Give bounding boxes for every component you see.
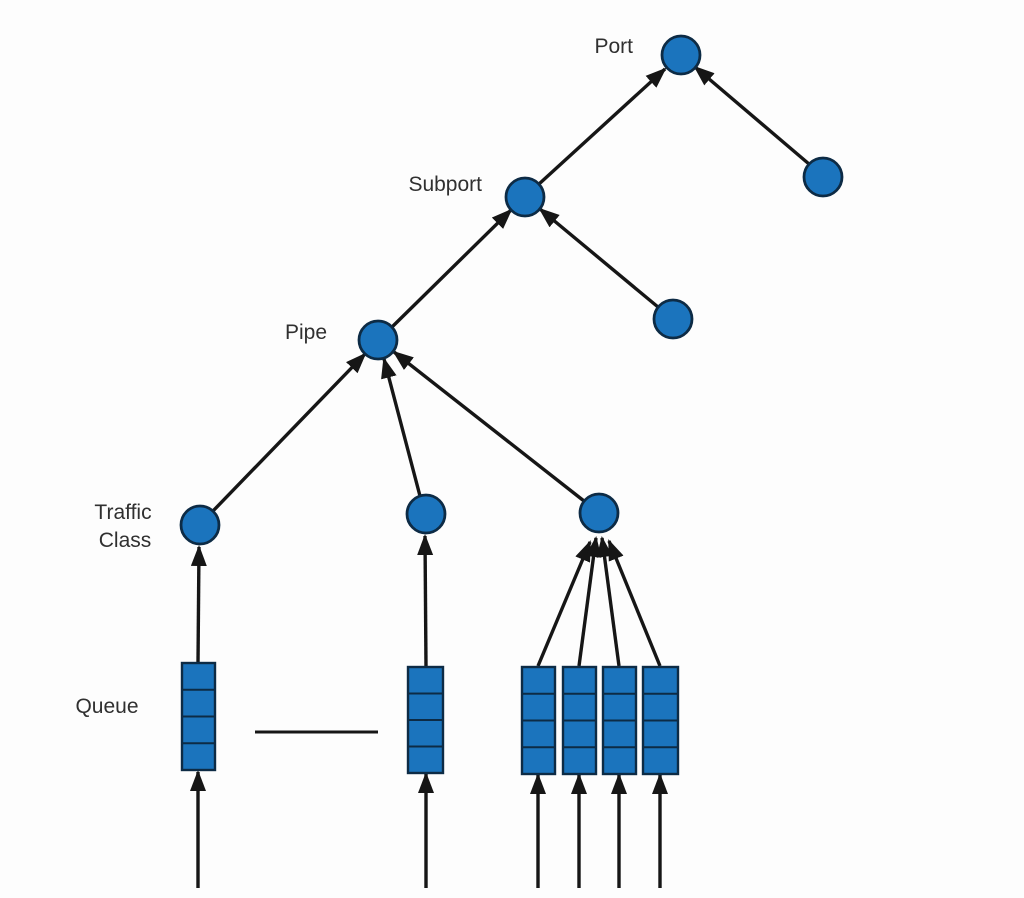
node-pipe-2 xyxy=(652,298,694,340)
edge-pipe-2-to-subport-1 xyxy=(538,207,660,309)
label-port: Port xyxy=(594,35,633,58)
edge-queue-2-to-traffic-class-2 xyxy=(417,534,434,668)
edge-traffic-class-3-to-pipe-1 xyxy=(392,350,586,503)
label-queue: Queue xyxy=(75,695,138,718)
label-subport: Subport xyxy=(408,173,482,196)
edge-queue-1-to-traffic-class-1 xyxy=(190,545,207,664)
node-traffic-class-2 xyxy=(405,493,447,535)
node-traffic-class-1 xyxy=(179,504,221,546)
label-pipe: Pipe xyxy=(285,321,327,344)
node-subport-2 xyxy=(802,156,844,198)
node-port xyxy=(660,34,702,76)
edge-queue-4-to-traffic-class-3 xyxy=(577,536,602,667)
edge-queue-5-to-traffic-class-3 xyxy=(596,536,621,667)
edge-queue-3-to-traffic-class-3 xyxy=(536,540,592,667)
node-pipe-1 xyxy=(357,319,399,361)
edge-traffic-class-2-to-pipe-1 xyxy=(381,357,422,497)
edge-queue-6-to-traffic-class-3 xyxy=(607,539,662,667)
node-subport-1 xyxy=(504,176,546,218)
node-traffic-class-3 xyxy=(578,492,620,534)
edge-pipe-1-to-subport-1 xyxy=(390,208,513,329)
label-traffic: Traffic xyxy=(94,501,151,524)
edge-subport-1-to-port xyxy=(537,67,667,186)
edge-traffic-class-1-to-pipe-1 xyxy=(211,352,367,513)
edge-subport-2-to-port xyxy=(693,65,811,166)
label-class: Class xyxy=(99,529,152,552)
